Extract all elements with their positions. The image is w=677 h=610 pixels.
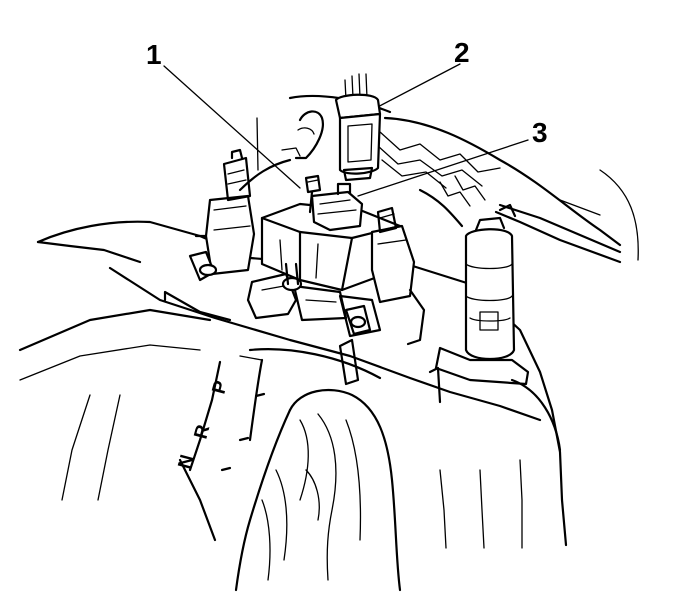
callout-2: 2 — [454, 37, 470, 68]
shift-bezel — [178, 348, 382, 542]
leader-line-1 — [163, 65, 301, 189]
gear-tick-r — [238, 436, 250, 442]
gear-letter-n: N — [175, 453, 199, 472]
callout-1: 1 — [146, 39, 162, 70]
shift-boot — [234, 388, 402, 592]
gear-letter-r: R — [191, 422, 215, 441]
leader-line-2 — [371, 63, 461, 111]
callout-leaders — [163, 63, 529, 197]
gear-tick-n — [220, 466, 232, 472]
callout-3: 3 — [532, 117, 548, 148]
cylinder-connector — [434, 216, 530, 386]
gear-indicator: P R N — [175, 378, 266, 472]
right-connector — [338, 206, 426, 346]
left-connector — [194, 148, 256, 276]
console-body — [18, 220, 568, 549]
left-cable — [238, 110, 324, 192]
gear-letter-p: P — [209, 378, 233, 396]
leader-line-3 — [357, 139, 529, 197]
detached-connector — [334, 73, 382, 182]
mounting-screws — [188, 250, 442, 404]
gear-tick-p — [254, 392, 266, 398]
switch-module — [246, 174, 402, 322]
